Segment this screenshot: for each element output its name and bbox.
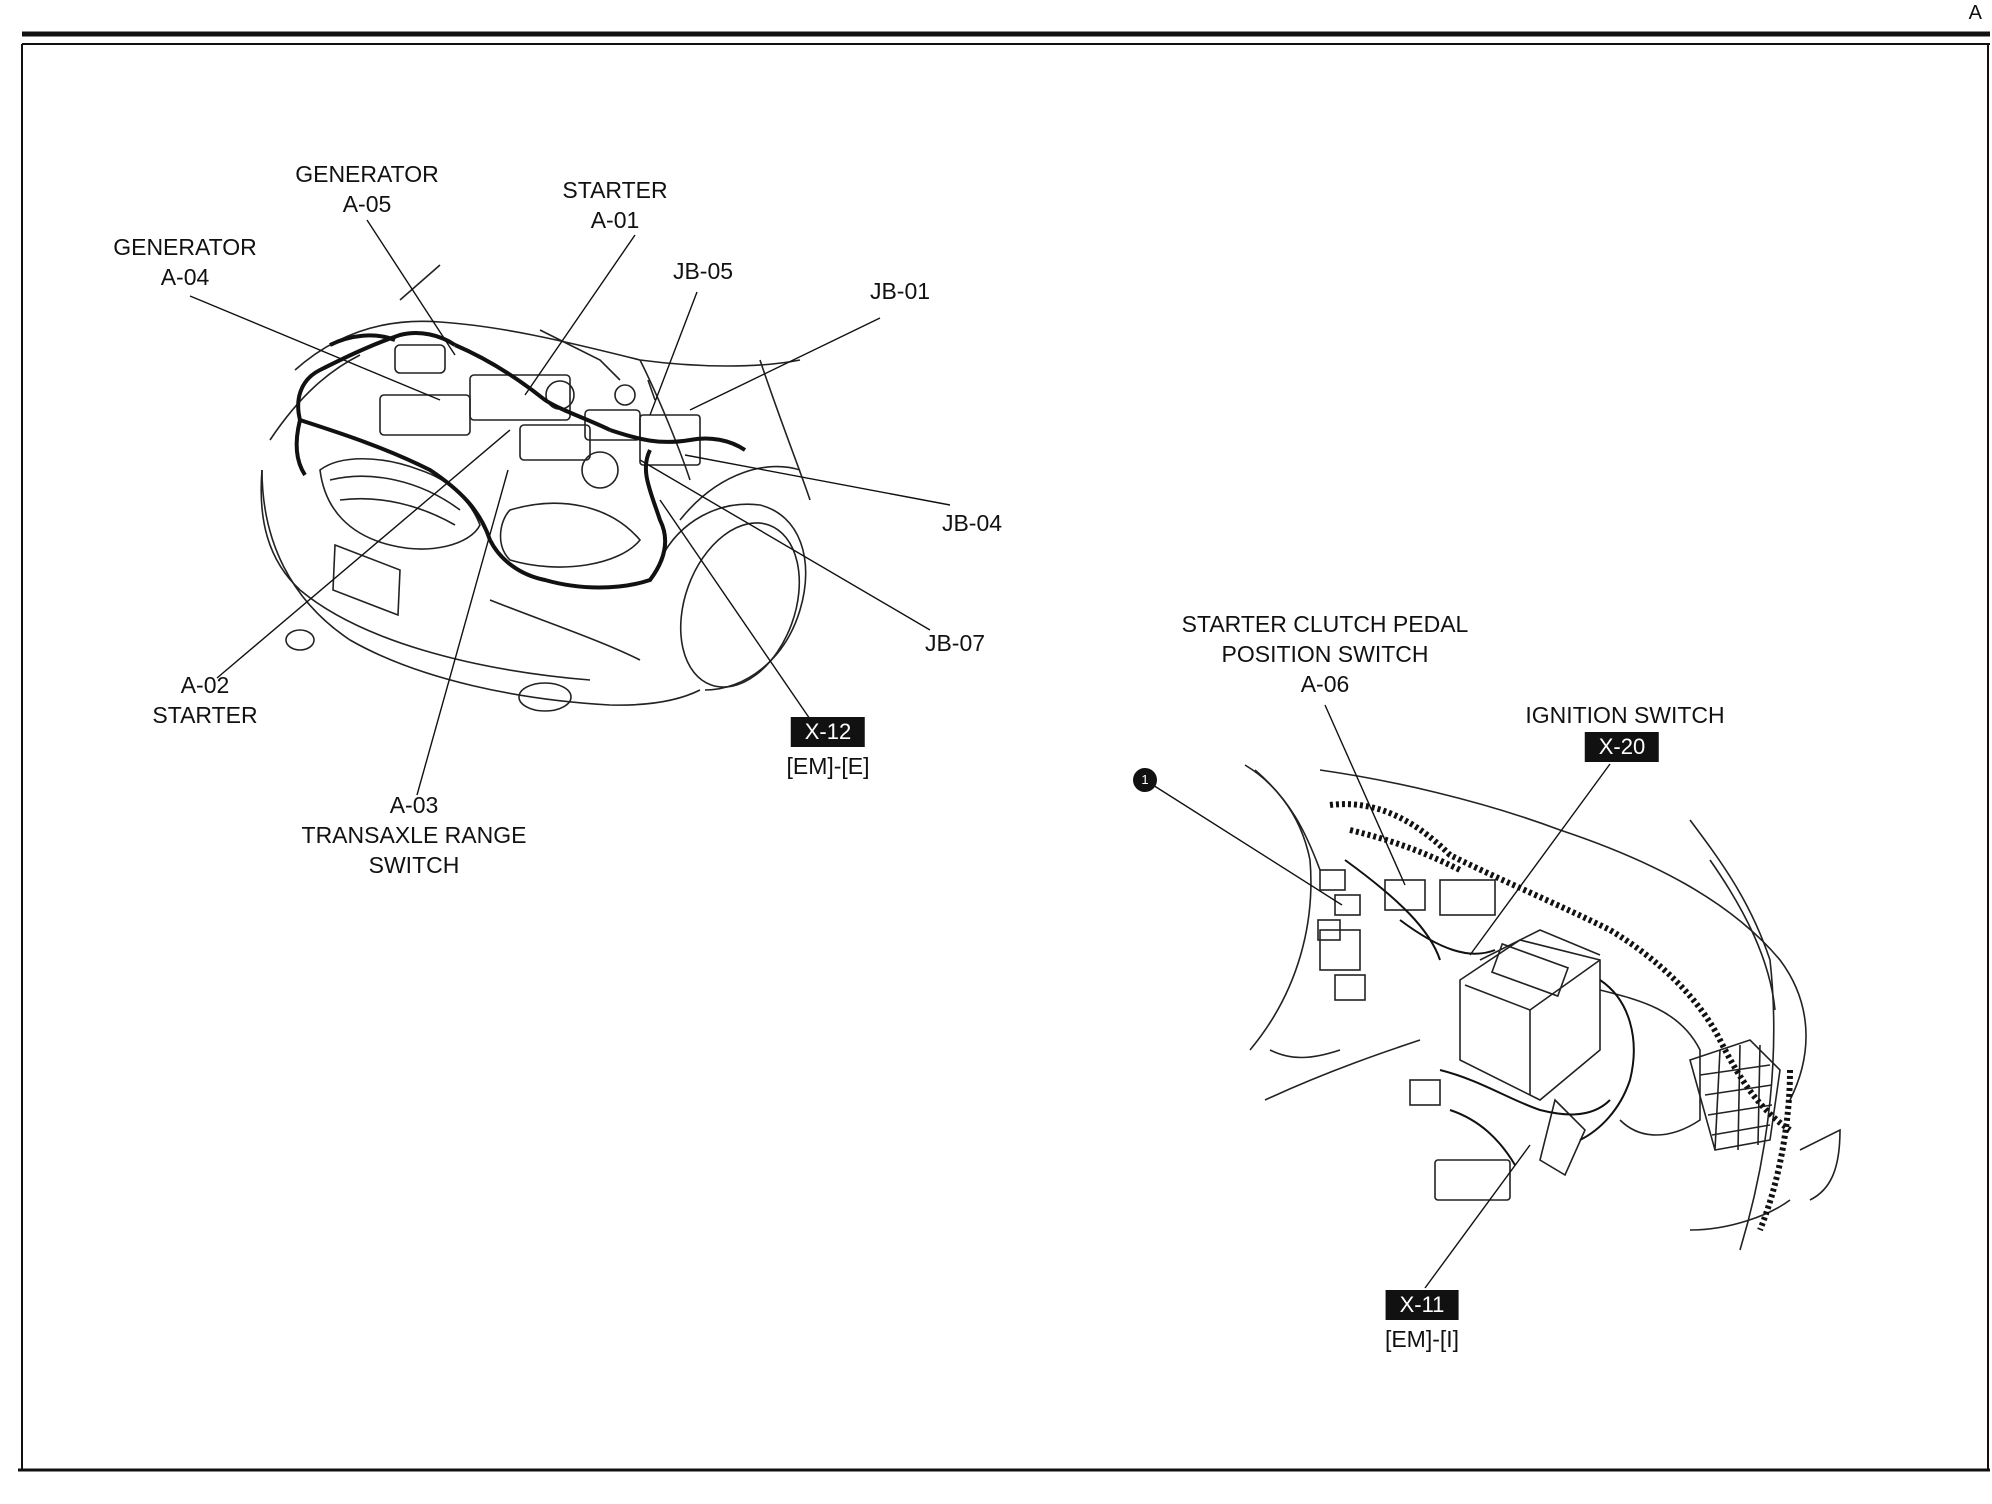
ref-badge-x20: X-20 — [1584, 732, 1660, 762]
callout-number: 1 — [1141, 772, 1149, 787]
cabin-wires — [1344, 859, 1635, 1166]
ref-sub-x11: [EM]-[I] — [1384, 1326, 1460, 1352]
page-frame — [18, 31, 1990, 1472]
callout-dot — [1133, 768, 1157, 792]
ref-badge-x11: X-11 — [1385, 1290, 1459, 1320]
car-front-illustration — [260, 264, 811, 712]
engine-leader-lines — [189, 219, 951, 796]
cabin-leader-lines — [1144, 704, 1611, 1289]
dashboard-illustration — [1244, 764, 1841, 1251]
label-ignition-switch: IGNITION SWITCH — [1525, 702, 1725, 728]
engine-harness — [294, 331, 747, 590]
label-jb05: JB-05 — [672, 258, 734, 284]
page-corner-letter: A — [1968, 2, 1982, 24]
cabin-harness — [1329, 801, 1793, 1232]
ref-sub-x12: [EM]-[E] — [786, 753, 870, 779]
label-jb07: JB-07 — [924, 630, 986, 656]
label-jb01: JB-01 — [869, 278, 931, 304]
ref-badge-x12: X-12 — [790, 717, 866, 747]
label-jb04: JB-04 — [941, 510, 1003, 536]
